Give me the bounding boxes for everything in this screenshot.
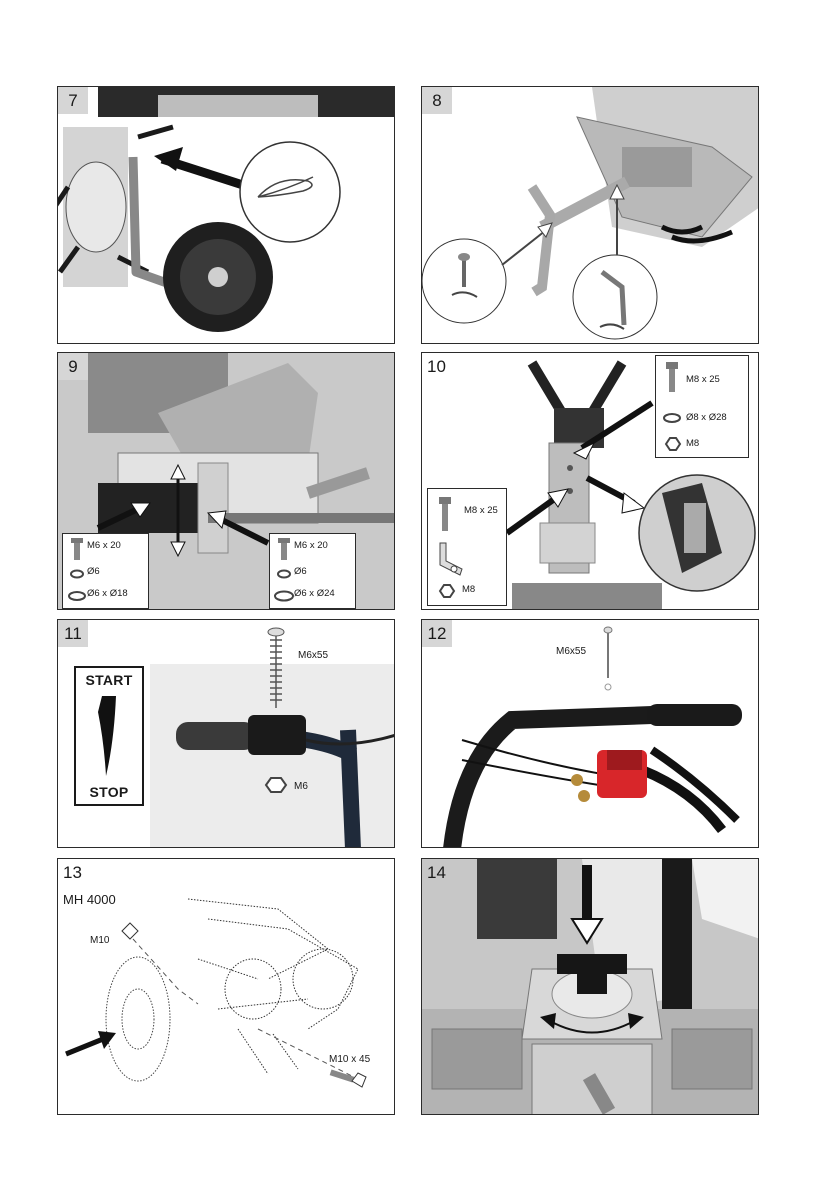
figure-13: 13 MH 4000 M10 M10 x 45 [57,858,395,1115]
washer-label: Ø8 x Ø28 [686,412,727,423]
flat-washer-label: Ø6 x Ø18 [87,588,128,599]
depth-adjust-knob-illustration [422,859,759,1115]
figure-number: 7 [58,87,88,114]
figure-10: 10 M8 x 25 Ø8 x Ø28 M8 [421,352,759,610]
fastener-kit-left: M6 x 20 Ø6 Ø6 x Ø18 [62,533,149,609]
figure-number: 14 [422,859,457,886]
figure-7: 7 [57,86,395,344]
fastener-kit-bottom: M8 x 25 M8 [427,488,507,606]
figure-number: 10 [422,353,457,380]
figure-number: 13 [58,859,93,886]
tiller-wheel-illustration [58,87,395,344]
figure-number: 12 [422,620,452,647]
screw-label: M6x55 [556,646,586,657]
fastener-kit-top: M8 x 25 Ø8 x Ø28 M8 [655,355,749,458]
start-stop-switch-graphic: START STOP [74,666,144,806]
figure-8: 8 [421,86,759,344]
nut-label: M10 [90,935,109,946]
side-disc-exploded-view [58,859,395,1115]
bolt-label: M6 x 20 [87,540,121,551]
bolt-washer-icons [274,536,294,608]
bolt-label: M8 x 25 [464,505,498,516]
screw-label: M6x55 [298,650,328,661]
figure-number: 8 [422,87,452,114]
bolt-washer-icons [67,536,87,608]
stop-label: STOP [76,784,142,800]
tiller-drag-bar-illustration [422,87,759,344]
figure-9: 9 M6 x 20 Ø6 Ø6 x Ø18 M6 x 20 [57,352,395,610]
figure-12: 12 M6x55 [421,619,759,848]
fastener-kit-right: M6 x 20 Ø6 Ø6 x Ø24 [269,533,356,609]
wedge-icon [76,692,142,782]
bolt-label: M10 x 45 [329,1054,370,1065]
bolt-label: M6 x 20 [294,540,328,551]
washer-label: Ø6 [87,566,100,577]
figure-14: 14 [421,858,759,1115]
nut-label: M8 [462,584,475,595]
figure-11: 11 START STOP M6x55 M6 [57,619,395,848]
nut-label: M8 [686,438,699,449]
throttle-mount-illustration [422,620,759,848]
figure-number: 11 [58,620,88,647]
flat-washer-label: Ø6 x Ø24 [294,588,335,599]
washer-label: Ø6 [294,566,307,577]
bolt-washer-nut-icons [662,358,682,456]
nut-label: M6 [294,781,308,792]
figure-number: 9 [58,353,88,380]
start-label: START [76,672,142,688]
bolt-label: M8 x 25 [686,374,720,385]
